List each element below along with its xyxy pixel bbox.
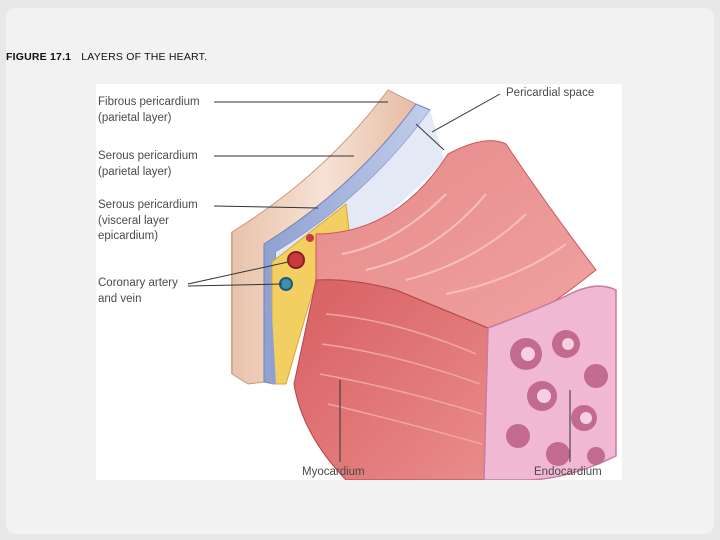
label-fibrous-pericardium: Fibrous pericardium (parietal layer) [98, 96, 200, 124]
label-serous-pericardium-parietal: Serous pericardium (parietal layer) [98, 150, 198, 178]
figure-title: LAYERS OF THE HEART. [81, 51, 208, 63]
label-pericardial-space: Pericardial space [506, 87, 595, 99]
leader-lines [187, 93, 571, 462]
label-coronary-vessels: Coronary artery and vein [98, 277, 178, 305]
myocardium-front-face [293, 279, 489, 480]
pericardial-space-region [274, 110, 444, 384]
label-serous-pericardium-visceral: Serous pericardium (visceral layer epica… [98, 199, 198, 242]
figure-number: FIGURE 17.1 [6, 51, 72, 63]
myocardium-top-face [315, 140, 597, 330]
figure-caption: FIGURE 17.1 LAYERS OF THE HEART. [6, 51, 207, 63]
coronary-artery-icon [287, 251, 305, 269]
label-myocardium: Myocardium [302, 466, 365, 478]
label-endocardium: Endocardium [534, 466, 602, 478]
heart-layers-figure: Fibrous pericardium (parietal layer) Ser… [96, 84, 622, 480]
endocardium-layer [483, 285, 617, 480]
heart-layers-illustration [187, 89, 617, 480]
